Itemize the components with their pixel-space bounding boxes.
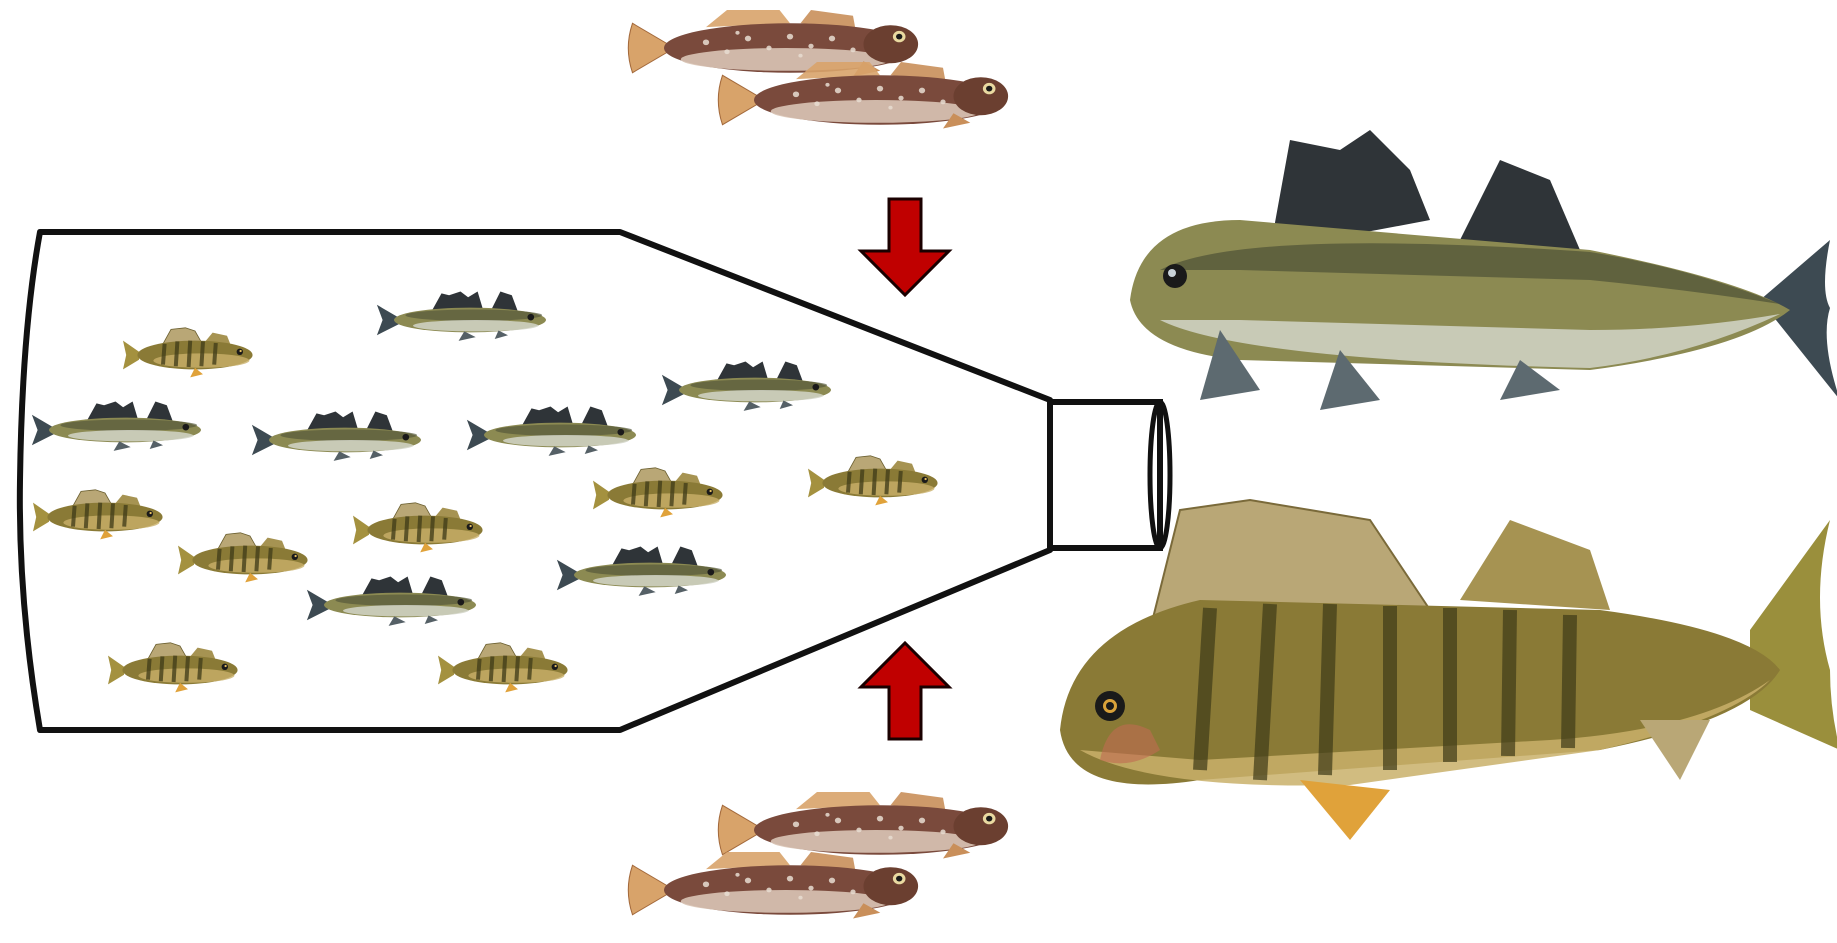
perch-fish-icon	[178, 533, 308, 583]
goby-group-bottom	[628, 792, 1008, 919]
pikeperch-fish-icon	[32, 402, 201, 451]
perch-fish-icon	[33, 490, 163, 540]
goby-group-top	[628, 10, 1008, 129]
pikeperch-fish-icon	[377, 292, 546, 341]
pikeperch-fish-icon	[467, 407, 636, 456]
pikeperch-fish-icon	[252, 412, 421, 461]
pikeperch-fish-icon	[557, 547, 726, 596]
perch-fish-icon	[808, 456, 938, 506]
pikeperch-fish-icon	[1130, 130, 1837, 410]
perch-fish-icon	[438, 643, 568, 693]
perch-fish-icon	[1060, 500, 1837, 840]
goby-fish-icon	[718, 792, 1008, 859]
trap-neck	[1050, 402, 1160, 548]
perch-fish-icon	[108, 643, 238, 693]
goby-fish-icon	[628, 852, 918, 919]
arrow-up-icon	[861, 643, 949, 739]
perch-fish-icon	[353, 503, 483, 553]
goby-fish-icon	[628, 10, 918, 77]
pikeperch-fish-icon	[662, 362, 831, 411]
fish-in-trap	[32, 292, 938, 693]
perch-fish-icon	[593, 468, 723, 518]
perch-fish-icon	[123, 328, 253, 378]
pikeperch-fish-icon	[307, 577, 476, 626]
arrow-down-icon	[861, 199, 949, 295]
